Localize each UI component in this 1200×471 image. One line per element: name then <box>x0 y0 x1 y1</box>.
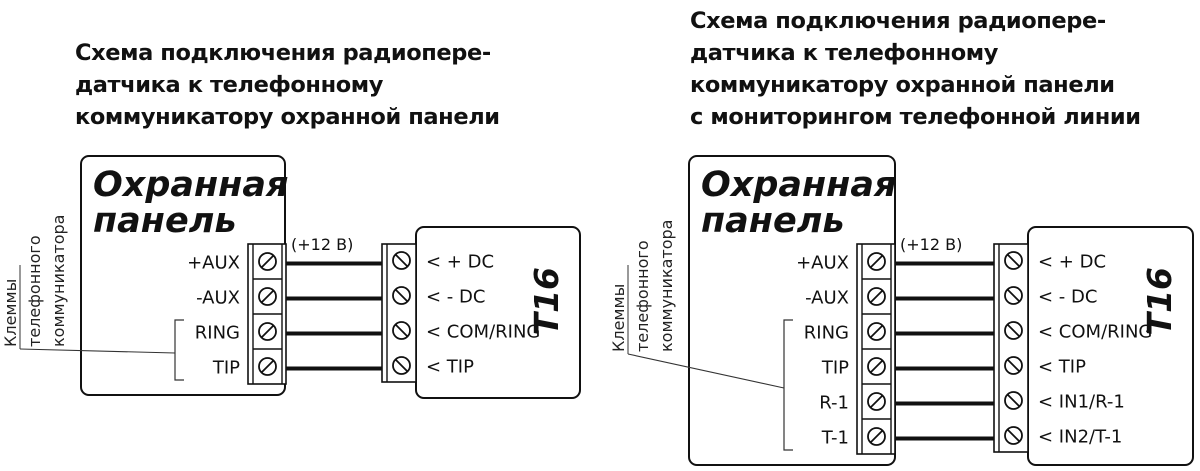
terminal-bracket <box>783 319 793 451</box>
screw-terminal-icon <box>258 322 277 341</box>
screw-terminal-icon <box>1004 356 1023 375</box>
title-line: датчика к телефонному <box>75 72 384 98</box>
screw-terminal-icon <box>1004 251 1023 270</box>
right-diagram-title: Схема подключения радиопере- датчика к т… <box>690 5 1141 133</box>
device-terminal-label: < + DC <box>426 252 494 273</box>
panel-terminal-label: T-1 <box>821 428 849 449</box>
panel-terminal-label: -AUX <box>805 288 849 309</box>
device-terminal-label: < - DC <box>1038 287 1097 308</box>
title-line: с мониторингом телефонной линии <box>690 104 1141 130</box>
panel-terminal-label: +AUX <box>187 253 240 274</box>
panel-terminal-label: TIP <box>821 358 849 379</box>
screw-terminal-icon <box>1004 426 1023 445</box>
title-line: коммуникатору охранной панели <box>690 72 1115 98</box>
screw-terminal-icon <box>1004 391 1023 410</box>
device-terminal-label: < IN2/T-1 <box>1038 427 1122 448</box>
device-terminal-label: < IN1/R-1 <box>1038 392 1125 413</box>
side-label-line: Клеммы <box>1 279 20 347</box>
screw-terminal-icon <box>867 252 886 271</box>
screw-terminal-icon <box>867 392 886 411</box>
voltage-label: (+12 В) <box>900 235 962 254</box>
title-line: Схема подключения радиопере- <box>690 8 1106 34</box>
screw-terminal-icon <box>1004 286 1023 305</box>
panel-terminal-label: RING <box>195 323 240 344</box>
panel-terminal-label: TIP <box>212 358 240 379</box>
voltage-label: (+12 В) <box>291 235 353 254</box>
device-terminal-label: < COM/RING <box>426 322 540 343</box>
device-terminal-label: < TIP <box>426 357 474 378</box>
side-label-line: телефонного <box>25 235 44 347</box>
panel-terminal-label: -AUX <box>196 288 240 309</box>
screw-terminal-icon <box>392 286 411 305</box>
device-terminal-label: < + DC <box>1038 252 1106 273</box>
title-line: коммуникатору охранной панели <box>75 104 500 130</box>
leader-line <box>19 348 176 354</box>
screw-terminal-icon <box>392 356 411 375</box>
screw-terminal-icon <box>258 357 277 376</box>
screw-terminal-icon <box>867 287 886 306</box>
screw-terminal-icon <box>392 321 411 340</box>
side-label-line: телефонного <box>633 240 652 352</box>
side-label-line: Клеммы <box>609 284 628 352</box>
terminal-bracket <box>174 319 184 381</box>
title-line: Схема подключения радиопере- <box>75 40 491 66</box>
screw-terminal-icon <box>258 287 277 306</box>
t16-device-label: T16 <box>527 267 566 335</box>
panel-name-line2: панель <box>93 201 237 241</box>
left-diagram-title: Схема подключения радиопере- датчика к т… <box>75 37 500 133</box>
panel-terminal-label: RING <box>804 323 849 344</box>
screw-terminal-icon <box>867 322 886 341</box>
panel-name-line1: Охранная <box>701 165 896 205</box>
panel-name-line2: панель <box>701 201 845 241</box>
screw-terminal-icon <box>258 252 277 271</box>
t16-device-label: T16 <box>1140 267 1179 335</box>
screw-terminal-icon <box>392 251 411 270</box>
panel-terminal-label: R-1 <box>819 393 849 414</box>
device-terminal-label: < - DC <box>426 287 485 308</box>
panel-terminal-label: +AUX <box>796 253 849 274</box>
side-label-line: коммуникатора <box>657 220 676 352</box>
leader-line <box>627 353 785 389</box>
side-label-line: коммуникатора <box>49 215 68 347</box>
screw-terminal-icon <box>1004 321 1023 340</box>
screw-terminal-icon <box>867 357 886 376</box>
title-line: датчика к телефонному <box>690 40 999 66</box>
panel-name-line1: Охранная <box>93 165 288 205</box>
device-terminal-label: < TIP <box>1038 357 1086 378</box>
device-terminal-label: < COM/RING <box>1038 322 1152 343</box>
screw-terminal-icon <box>867 427 886 446</box>
